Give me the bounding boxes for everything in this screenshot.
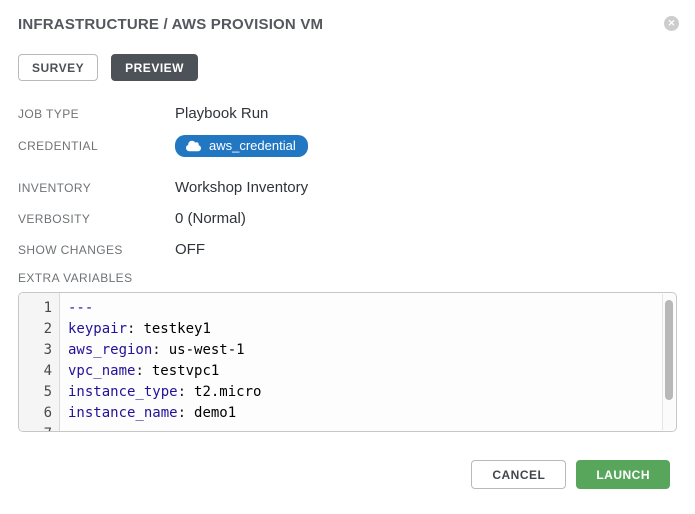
modal-footer: CANCEL LAUNCH [18, 460, 677, 489]
yaml-code-area[interactable]: --- keypair:testkey1 aws_region:us-west-… [60, 293, 676, 431]
yaml-value: testkey1 [143, 321, 211, 337]
code-line: instance_type:t2.micro [68, 384, 262, 400]
code-line: aws_region:us-west-1 [68, 342, 245, 358]
credential-badge[interactable]: aws_credential [175, 135, 308, 157]
yaml-key: vpc_name [68, 363, 136, 379]
show-changes-value: OFF [175, 241, 205, 258]
launch-button[interactable]: LAUNCH [576, 460, 670, 489]
yaml-value: testvpc1 [151, 363, 220, 379]
yaml-key: instance_type [68, 384, 178, 400]
line-number: 3 [43, 342, 52, 358]
code-line: --- [68, 298, 676, 319]
detail-row-verbosity: VERBOSITY 0 (Normal) [18, 209, 677, 228]
code-line: keypair:testkey1 [68, 321, 211, 337]
editor-scrollbar-thumb[interactable] [665, 300, 673, 400]
line-number: 2 [43, 321, 52, 337]
detail-row-credential: CREDENTIAL aws_credential [18, 135, 677, 157]
yaml-key: instance_name [68, 405, 178, 421]
cloud-icon [186, 140, 201, 152]
yaml-key: keypair [68, 321, 128, 337]
job-type-value: Playbook Run [175, 105, 269, 122]
verbosity-value: 0 (Normal) [175, 210, 246, 227]
line-number: 4 [43, 363, 52, 379]
editor-scrollbar[interactable] [662, 294, 675, 430]
inventory-value: Workshop Inventory [175, 179, 309, 196]
detail-row-job-type: JOB TYPE Playbook Run [18, 104, 677, 123]
tab-survey[interactable]: SURVEY [18, 54, 99, 81]
extra-variables-label: EXTRA VARIABLES [18, 271, 133, 285]
job-type-label: JOB TYPE [18, 106, 79, 121]
yaml-value: demo1 [194, 405, 237, 421]
show-changes-label: SHOW CHANGES [18, 242, 123, 257]
cancel-button[interactable]: CANCEL [471, 460, 567, 489]
tab-preview[interactable]: PREVIEW [111, 54, 198, 81]
tab-bar: SURVEY PREVIEW [18, 54, 677, 81]
code-line: vpc_name:testvpc1 [68, 363, 220, 379]
detail-row-inventory: INVENTORY Workshop Inventory [18, 178, 677, 197]
inventory-label: INVENTORY [18, 180, 92, 195]
line-number: 5 [43, 384, 52, 400]
credential-label: CREDENTIAL [18, 139, 99, 153]
page-title: INFRASTRUCTURE / AWS PROVISION VM [18, 16, 324, 33]
yaml-value: t2.micro [194, 384, 262, 400]
extra-variables-editor[interactable]: 1 2 3 4 5 6 7 --- keypair:testkey1 aws_r… [18, 292, 677, 432]
yaml-doc-start: --- [68, 300, 94, 316]
line-number: 1 [43, 300, 52, 316]
credential-badge-label: aws_credential [209, 138, 296, 153]
yaml-value: us-west-1 [168, 342, 245, 358]
code-line: instance_name:demo1 [68, 405, 237, 421]
line-number: 7 [19, 424, 59, 431]
yaml-key: aws_region [68, 342, 153, 358]
verbosity-label: VERBOSITY [18, 211, 91, 226]
job-details: JOB TYPE Playbook Run CREDENTIAL aws_cre… [18, 104, 677, 259]
editor-line-number-gutter: 1 2 3 4 5 6 7 [19, 293, 60, 431]
close-icon[interactable]: ✕ [664, 16, 679, 31]
line-number: 6 [43, 405, 52, 421]
detail-row-show-changes: SHOW CHANGES OFF [18, 240, 677, 259]
